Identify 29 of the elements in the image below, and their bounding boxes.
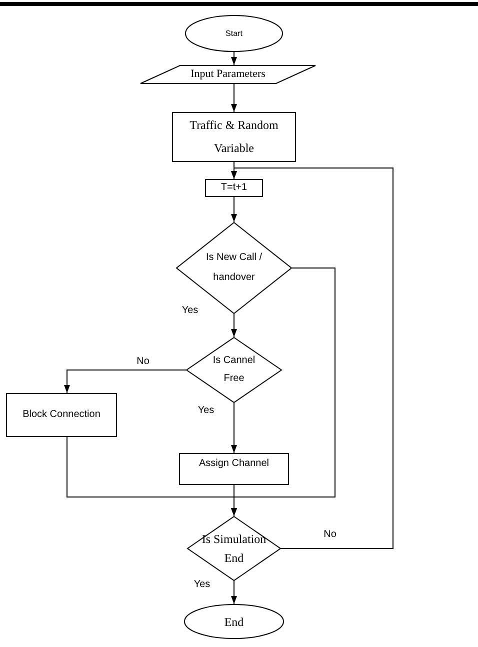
- node-text: Input Parameters: [190, 68, 266, 81]
- arrow: [231, 402, 237, 454]
- arrow: [64, 370, 186, 394]
- decision-diamond: [187, 516, 281, 581]
- decision-diamond: [176, 222, 292, 314]
- arrow: [231, 484, 237, 516]
- node-text: Start: [226, 28, 242, 38]
- arrow: [231, 52, 237, 66]
- node-text: Is Simulation End: [200, 530, 268, 566]
- node-text: Traffic & Random Variable: [188, 117, 280, 157]
- arrow: [231, 196, 237, 222]
- node-text: Is New Call / handover: [204, 251, 264, 285]
- node-text: Block Connection: [22, 409, 100, 421]
- node-text: End: [224, 614, 244, 628]
- node-text: T=t+1: [220, 182, 248, 194]
- arrow: [231, 168, 394, 549]
- terminal-oval: [184, 604, 284, 639]
- process-box: [179, 453, 289, 485]
- node-text: Is Cannel Free: [212, 354, 256, 386]
- terminal-oval: [185, 15, 283, 52]
- arrow: [231, 314, 237, 338]
- arrow: [231, 84, 237, 112]
- arrow: [231, 580, 237, 604]
- process-box: [6, 393, 117, 437]
- data-parallelogram: [140, 65, 316, 84]
- node-text: Assign Channel: [198, 458, 270, 470]
- process-box: [172, 112, 296, 162]
- decision-diamond: [186, 337, 282, 403]
- process-box: [205, 179, 263, 197]
